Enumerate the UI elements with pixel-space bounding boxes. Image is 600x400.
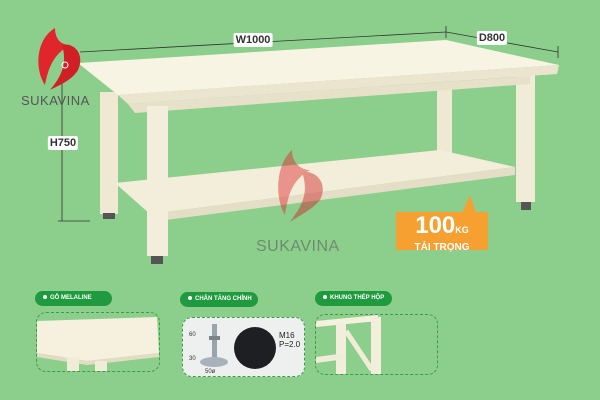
depth-dimension: D800 (476, 31, 508, 45)
annotation-pitch: P=2.0 (279, 340, 301, 349)
load-capacity-badge: 100KG TẢI TRỌNG (396, 212, 488, 253)
front-left-leg (147, 106, 168, 256)
load-unit: KG (455, 225, 469, 235)
width-dimension: W1000 (233, 33, 273, 47)
feature-label-leveling-feet: CHÂN TĂNG CHỈNH (180, 292, 258, 307)
front-right-leg (516, 74, 535, 202)
brand-name: SUKAVINA (21, 93, 90, 108)
annotation-height-30: 30 (189, 356, 196, 362)
feature-image-tabletop (36, 312, 160, 372)
load-label: TẢI TRỌNG (414, 242, 470, 253)
feature-label-steel-frame: KHUNG THÉP HỘP (315, 291, 392, 306)
height-dimension: H750 (47, 136, 79, 150)
lower-shelf (115, 150, 515, 214)
apron (128, 76, 530, 113)
table-top-edge (118, 65, 559, 104)
badge-pointer (462, 195, 476, 213)
brand-logo-icon (38, 28, 81, 90)
table-top (78, 40, 559, 95)
foot-front-right (521, 202, 531, 210)
feature-image-steel-frame (315, 314, 438, 375)
foot-back-left (103, 213, 115, 219)
annotation-diameter: 50ø (205, 369, 216, 375)
feature-image-leveling-feet: 60 30 50ø M16 P=2.0 (182, 317, 305, 377)
annotation-thread: M16 (279, 331, 295, 340)
annotation-height-60: 60 (189, 332, 196, 338)
workbench-illustration (38, 26, 559, 264)
back-right-leg (437, 84, 452, 154)
watermark-brand-name: SUKAVINA (256, 238, 340, 255)
load-value: 100 (415, 212, 456, 239)
feature-label-melaline: GỖ MELALINE (35, 291, 112, 306)
foot-front-left (151, 256, 163, 264)
back-left-leg (100, 92, 118, 214)
lower-shelf-edge (150, 167, 515, 222)
watermark-logo-icon (278, 150, 323, 222)
